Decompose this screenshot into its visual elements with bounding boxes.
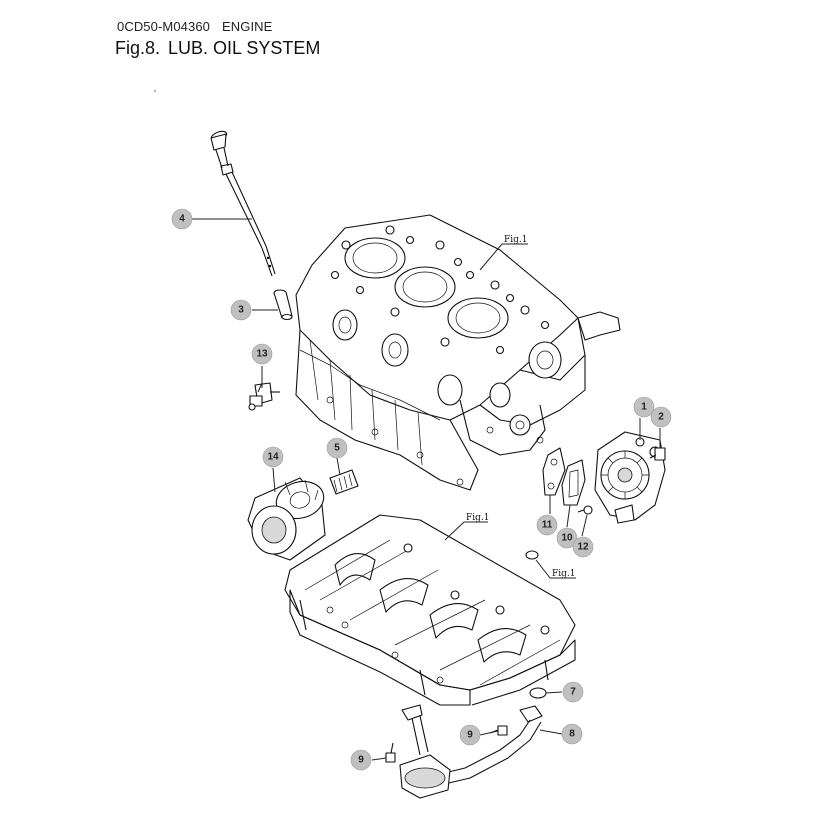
doc-code-text: 0CD50-M04360	[117, 19, 210, 34]
svg-text:7: 7	[570, 687, 576, 698]
bolt-12-part	[577, 505, 593, 515]
callout-7: 7	[562, 681, 584, 703]
svg-text:14: 14	[267, 452, 279, 463]
svg-text:10: 10	[561, 533, 573, 544]
callout-14: 14	[262, 446, 284, 468]
callout-12: 12	[572, 536, 594, 558]
svg-text:11: 11	[542, 520, 553, 531]
callout-4: 4	[171, 208, 193, 230]
svg-text:4: 4	[179, 214, 185, 225]
lower-crankcase	[284, 514, 576, 706]
o-ring-7-part	[529, 687, 547, 699]
svg-text:9: 9	[358, 755, 364, 766]
callout-2: 2	[650, 406, 672, 428]
document-code: 0CD50-M04360 ENGINE	[117, 19, 272, 34]
bolt-9a-part	[489, 725, 508, 736]
callout-9-right: 9	[459, 724, 481, 746]
svg-text:1: 1	[641, 402, 647, 413]
dipstick-part	[210, 130, 276, 277]
ref-fig1-block: Fig.1	[504, 235, 527, 245]
leader-lines	[192, 218, 661, 761]
svg-text:9: 9	[467, 730, 473, 741]
figure-number: Fig.8.	[115, 38, 161, 58]
svg-text:12: 12	[577, 542, 589, 553]
callout-13: 13	[251, 343, 273, 365]
callout-1: 1	[633, 396, 655, 418]
figure-title-text: LUB. OIL SYSTEM	[168, 38, 321, 58]
callout-8: 8	[561, 723, 583, 745]
ref-fig1-seal: Fig.1	[552, 569, 575, 579]
callout-10: 10	[556, 527, 578, 549]
oil-pump-part	[594, 431, 666, 524]
oil-pressure-switch-part	[248, 382, 280, 411]
callout-9-left: 9	[350, 749, 372, 771]
svg-text:5: 5	[334, 443, 340, 454]
gasket-10-part	[561, 459, 586, 506]
gasket-11-part	[542, 447, 566, 496]
bolt-9b-part	[385, 742, 396, 763]
oil-filter-part	[247, 477, 326, 561]
svg-text:2: 2	[658, 412, 664, 423]
section-name: ENGINE	[221, 19, 273, 34]
ref-fig1-lower-case: Fig.1	[466, 513, 489, 523]
cylinder-block	[295, 214, 621, 491]
o-ring-part	[525, 550, 539, 560]
svg-text:13: 13	[256, 349, 268, 360]
dipstick-guide-part	[273, 289, 293, 321]
callout-3: 3	[230, 299, 252, 321]
callout-5: 5	[326, 437, 348, 459]
svg-text:8: 8	[569, 729, 575, 740]
callout-11: 11	[536, 514, 558, 536]
relief-spring-part	[329, 469, 359, 495]
figure-title: Fig.8. LUB. OIL SYSTEM	[115, 38, 320, 59]
stray-dot	[154, 90, 156, 92]
svg-text:3: 3	[238, 305, 244, 316]
oil-strainer-part	[399, 704, 543, 799]
